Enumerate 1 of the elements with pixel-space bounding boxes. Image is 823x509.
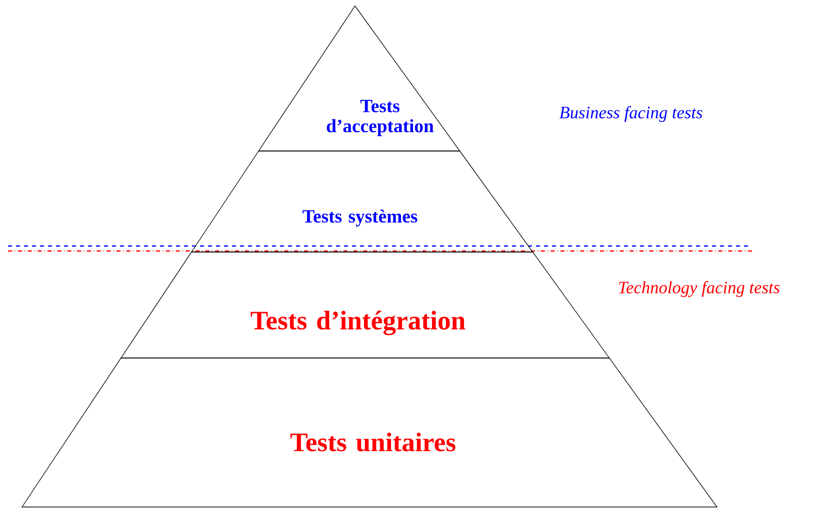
side-label: Business facing tests bbox=[559, 106, 702, 122]
